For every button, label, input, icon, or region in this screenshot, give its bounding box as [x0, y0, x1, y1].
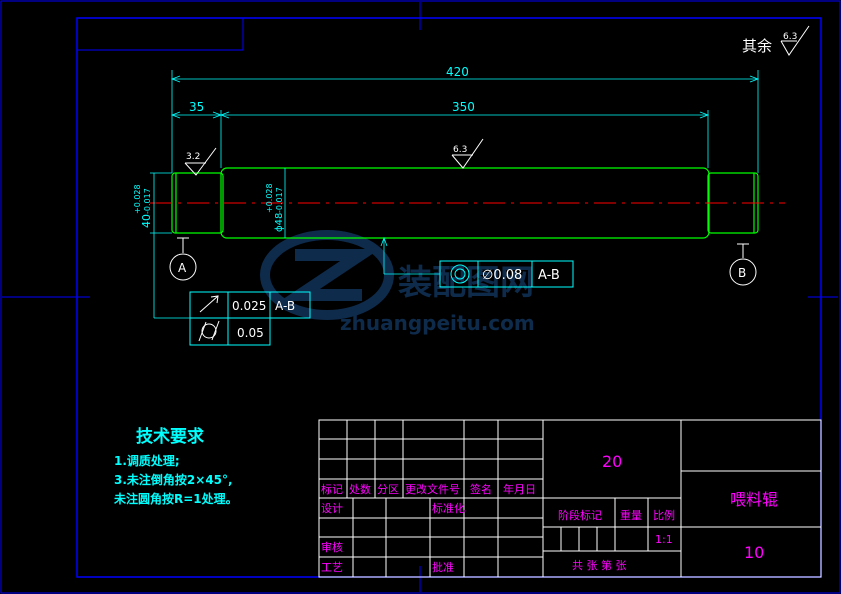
tech-req-title: 技术要求: [136, 426, 204, 447]
watermark-cn: 装配图网: [398, 263, 534, 303]
tech-req-line-1: 1.调质处理;: [114, 453, 180, 468]
gdt-runout-frame: [189, 291, 311, 346]
dim-overall-length: 420: [446, 65, 469, 79]
tb-approve: 批准: [432, 560, 454, 574]
tb-standardization: 标准化: [432, 501, 465, 515]
watermark-url: zhuangpeitu.com: [340, 311, 535, 335]
tb-scale-label: 比例: [653, 508, 675, 522]
tb-header-count: 处数: [349, 483, 371, 496]
dim-middle-length: 350: [452, 100, 475, 114]
dim-left-shoulder: 35: [189, 100, 204, 114]
dim-left-diameter: 40 +0.028 -0.017: [133, 184, 153, 228]
tb-header-signature: 签名: [470, 482, 492, 496]
dim-middle-diameter: ϕ48 +0.028 -0.017: [265, 183, 285, 232]
roughness-body-symbol: [451, 138, 484, 169]
roughness-other-label: 其余: [742, 37, 772, 55]
datum-a-symbol: [169, 237, 197, 281]
svg-text:ϕ48: ϕ48: [274, 213, 285, 232]
tb-header-mark: 标记: [321, 482, 343, 496]
svg-text:+0.028: +0.028: [265, 183, 274, 213]
tb-review: 审核: [321, 540, 343, 554]
svg-text:-0.017: -0.017: [275, 187, 284, 213]
svg-text:+0.028: +0.028: [133, 184, 142, 214]
gdt-coaxiality-frame: [439, 260, 574, 288]
gdt-coaxiality-tolerance: ∅0.08: [482, 268, 522, 283]
title-block: [318, 419, 822, 578]
tb-weight: 重量: [620, 508, 642, 522]
tb-drawing-no: 10: [744, 543, 764, 562]
datum-b-label: B: [738, 266, 746, 280]
gdt-cylindricity-tolerance: 0.05: [237, 326, 264, 340]
roughness-journal-value: 3.2: [186, 152, 200, 162]
gdt-coaxiality-datum: A-B: [538, 268, 560, 283]
tb-material: 20: [602, 452, 622, 471]
watermark-logo: 装配图网 zhuangpeitu.com: [260, 230, 535, 335]
tech-req-line-2: 3.未注倒角按2×45°,: [114, 472, 233, 487]
tb-header-zone: 分区: [377, 483, 399, 496]
svg-text:40: 40: [140, 214, 153, 228]
roughness-other-symbol: [780, 25, 810, 56]
tb-header-change-doc: 更改文件号: [405, 482, 460, 496]
datum-a-label: A: [178, 261, 187, 275]
tb-stage-mark: 阶段标记: [558, 508, 602, 522]
tb-part-name: 喂料辊: [730, 490, 778, 509]
datum-b-symbol: [729, 243, 757, 286]
dimension-lines: [150, 70, 760, 319]
tb-header-date: 年月日: [503, 482, 536, 496]
tb-process: 工艺: [321, 561, 343, 574]
tb-sheets: 共 张 第 张: [572, 558, 627, 572]
upper-left-code-box: [76, 17, 244, 51]
tech-req-line-3: 未注圆角按R=1处理。: [113, 491, 238, 506]
roughness-body-value: 6.3: [453, 145, 467, 155]
gdt-runout-datum: A-B: [275, 299, 295, 313]
gdt-runout-tolerance: 0.025: [232, 299, 266, 313]
roughness-other-value: 6.3: [783, 32, 797, 42]
roughness-journal-symbol: [184, 147, 217, 176]
tb-design: 设计: [321, 502, 343, 515]
tb-scale: 1:1: [655, 533, 673, 546]
svg-text:-0.017: -0.017: [143, 188, 152, 214]
